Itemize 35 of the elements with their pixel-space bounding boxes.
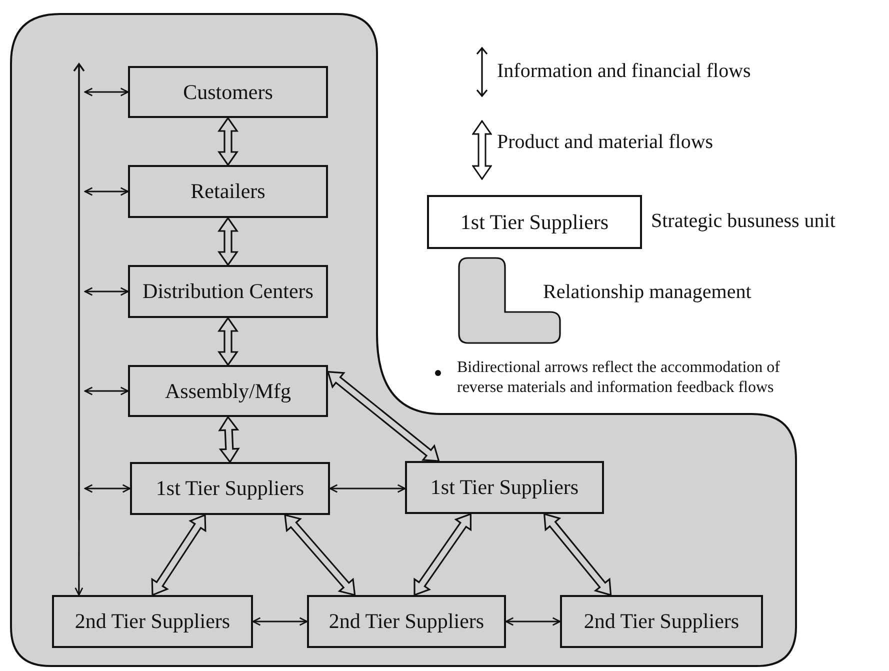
arrow [217,316,239,366]
arrow [84,88,129,96]
legend-label: Information and financial flows [497,60,751,83]
arrow [84,187,129,196]
process-box: Distribution Centers [128,265,328,318]
process-box: 2nd Tier Suppliers [52,595,253,648]
arrow [505,617,561,626]
arrow [84,386,129,396]
arrow [329,484,406,493]
legend-label: Product and material flows [497,131,714,154]
arrow [74,520,84,596]
arrow [84,484,131,493]
arrow [326,370,440,462]
legend-label: Relationship management [543,281,752,304]
process-box: 2nd Tier Suppliers [307,595,506,648]
process-box: 1st Tier Suppliers [427,195,642,249]
note-text: Bidirectional arrows reflect the accommodation of reverse materials and information feedback flows [457,358,781,398]
arrow [151,514,206,596]
process-box: 1st Tier Suppliers [130,462,330,515]
process-box: 2nd Tier Suppliers [560,595,763,648]
arrow [414,512,472,596]
arrow [252,617,308,626]
process-box: Customers [128,66,328,118]
arrow [543,512,612,596]
process-box: 1st Tier Suppliers [405,461,604,514]
arrow [218,416,240,464]
arrow [284,514,356,596]
arrow [217,216,239,266]
legend-label: Strategic busuness unit [651,210,836,233]
arrow [217,116,239,166]
process-box: Assembly/Mfg [128,365,328,417]
arrow [84,287,129,296]
relationship-region [10,13,797,667]
vertical-flow-arrow [73,62,85,520]
process-box: Retailers [128,165,328,218]
